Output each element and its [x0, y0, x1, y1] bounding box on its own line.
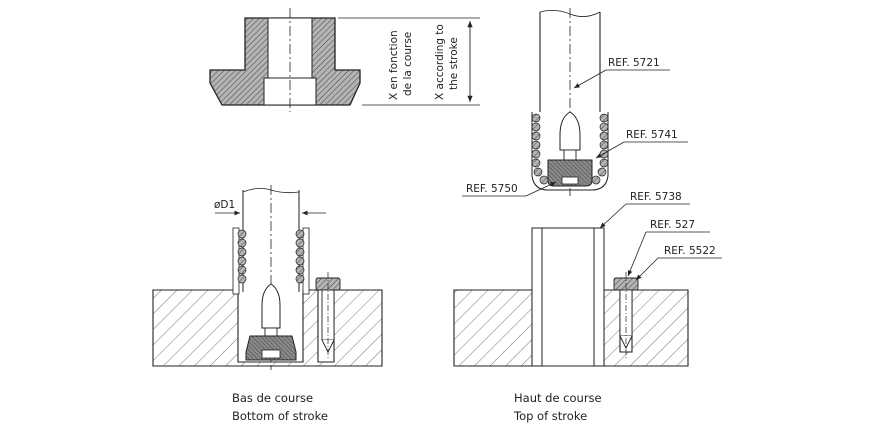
leader-ref-5522: REF. 5522 [635, 245, 722, 281]
ball-cage-detail [531, 8, 609, 196]
leader-ref-5741: REF. 5741 [595, 129, 688, 159]
dimension-x-fr-line1: X en fonction [388, 30, 400, 100]
ref-527-label: REF. 527 [650, 219, 695, 231]
ref-5750-label: REF. 5750 [466, 183, 518, 195]
dimension-x-en-line1: X according to [434, 24, 446, 100]
ref-5741-label: REF. 5741 [626, 129, 678, 141]
diameter-label: øD1 [214, 199, 235, 211]
ref-5738-label: REF. 5738 [630, 191, 682, 203]
ref-5522-label: REF. 5522 [664, 245, 716, 257]
leader-ref-5738: REF. 5738 [599, 191, 690, 229]
caption-top-fr: Haut de course [514, 391, 602, 405]
caption-top-en: Top of stroke [513, 409, 587, 423]
leader-ref-5721: REF. 5721 [573, 57, 670, 89]
ref-5721-label: REF. 5721 [608, 57, 660, 69]
leader-ref-527: REF. 527 [627, 219, 710, 277]
bushing-section [209, 8, 361, 112]
caption-bottom-fr: Bas de course [232, 391, 313, 405]
dimension-x-en-line2: the stroke [448, 37, 460, 90]
diameter-dimension: øD1 [214, 199, 326, 225]
captions: Bas de course Bottom of stroke Haut de c… [232, 391, 602, 423]
top-of-stroke-assembly [453, 227, 689, 367]
dimension-x-fr-line2: de la course [402, 32, 414, 96]
dimension-x: X en fonction de la course X according t… [338, 17, 480, 106]
bottom-of-stroke-assembly [152, 185, 383, 370]
leader-ref-5750: REF. 5750 [462, 181, 557, 197]
caption-bottom-en: Bottom of stroke [232, 409, 328, 423]
